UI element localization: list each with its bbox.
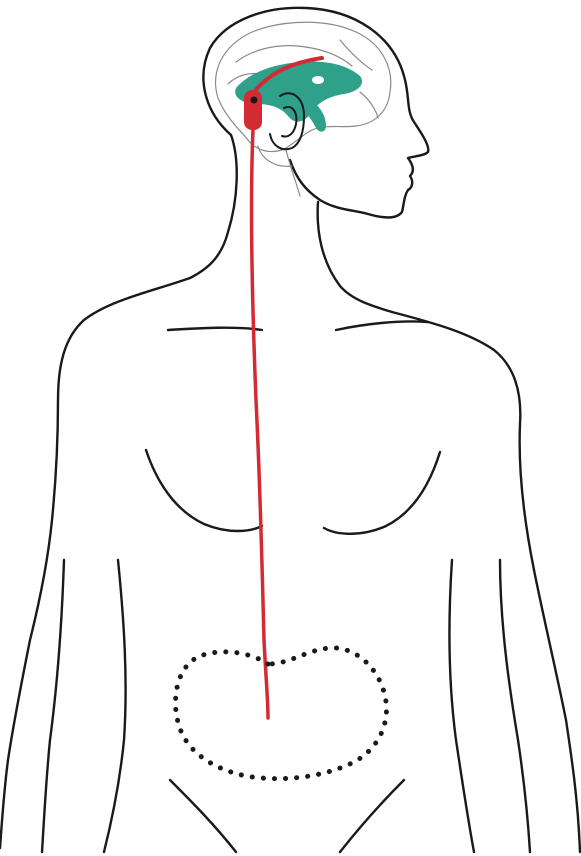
brain-sulcus-4 xyxy=(360,92,378,118)
left-collarbone xyxy=(168,328,262,330)
left-arm-outline xyxy=(0,278,190,848)
third-ventricle xyxy=(312,76,324,84)
shunt-valve xyxy=(244,90,262,130)
left-inner-arm-outline xyxy=(42,560,64,852)
right-collarbone xyxy=(336,321,428,330)
right-arm-outline xyxy=(392,312,580,852)
shunt-system xyxy=(244,58,322,718)
shunt-valve-reservoir xyxy=(251,97,258,104)
left-pelvis-line xyxy=(170,780,236,852)
neck-back-outline xyxy=(190,135,237,278)
left-pectoral-line xyxy=(146,450,262,531)
torso-right-outline xyxy=(449,560,474,852)
right-inner-arm-outline xyxy=(500,560,530,852)
right-pelvis-line xyxy=(340,780,404,852)
right-pectoral-line xyxy=(324,452,440,534)
brainstem xyxy=(286,150,300,196)
abdominal-cavity-outline xyxy=(176,648,387,779)
shunt-catheter xyxy=(252,130,268,718)
neck-front-outline xyxy=(318,202,392,312)
abdominal-cavity-dots xyxy=(176,648,387,779)
torso-left-outline xyxy=(104,560,126,852)
brain-sulcus-3 xyxy=(340,40,372,70)
